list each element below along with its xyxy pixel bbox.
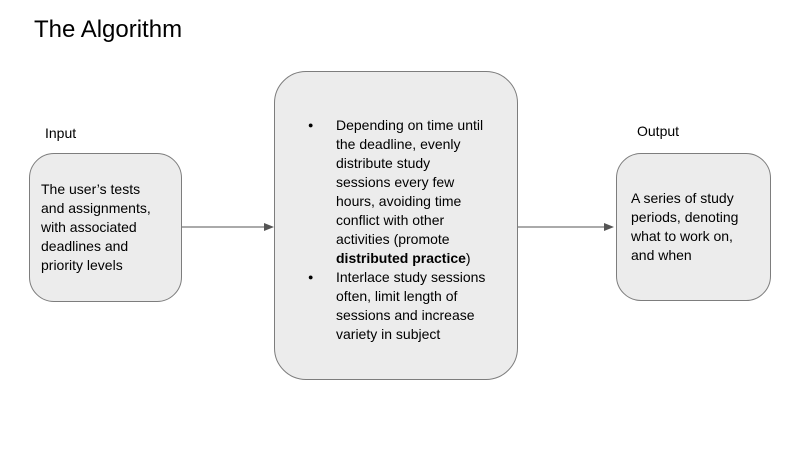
algorithm-box: ● Depending on time until the deadline, … bbox=[274, 71, 518, 380]
bullet-text: Interlace study sessions often, limit le… bbox=[336, 269, 486, 342]
input-label: Input bbox=[45, 125, 77, 141]
bullet-text: Depending on time until the deadline, ev… bbox=[336, 116, 514, 268]
bullet-icon: ● bbox=[308, 272, 314, 282]
page-title: The Algorithm bbox=[34, 16, 183, 43]
input-box-text: The user’s tests and assignments, with a… bbox=[41, 181, 151, 273]
bullet-item-distributed-practice: ● Depending on time until the deadline, … bbox=[308, 116, 514, 268]
algorithm-bullet-list: ● Depending on time until the deadline, … bbox=[275, 72, 514, 344]
output-box: A series of study periods, denoting what… bbox=[616, 153, 771, 301]
arrow-input-to-algorithm-icon bbox=[182, 223, 274, 231]
bullet-icon: ● bbox=[308, 120, 314, 130]
bullet1-text-before: Depending on time until the deadline, ev… bbox=[336, 117, 484, 247]
bullet-item-interlace-sessions: ● Interlace study sessions often, limit … bbox=[308, 268, 514, 344]
arrow-algorithm-to-output-icon bbox=[518, 223, 614, 231]
output-label: Output bbox=[637, 123, 680, 139]
bullet1-text-bold: distributed practice bbox=[336, 250, 466, 266]
input-box: The user’s tests and assignments, with a… bbox=[29, 153, 182, 302]
output-box-text: A series of study periods, denoting what… bbox=[631, 190, 739, 263]
bullet1-text-after: ) bbox=[465, 250, 471, 266]
